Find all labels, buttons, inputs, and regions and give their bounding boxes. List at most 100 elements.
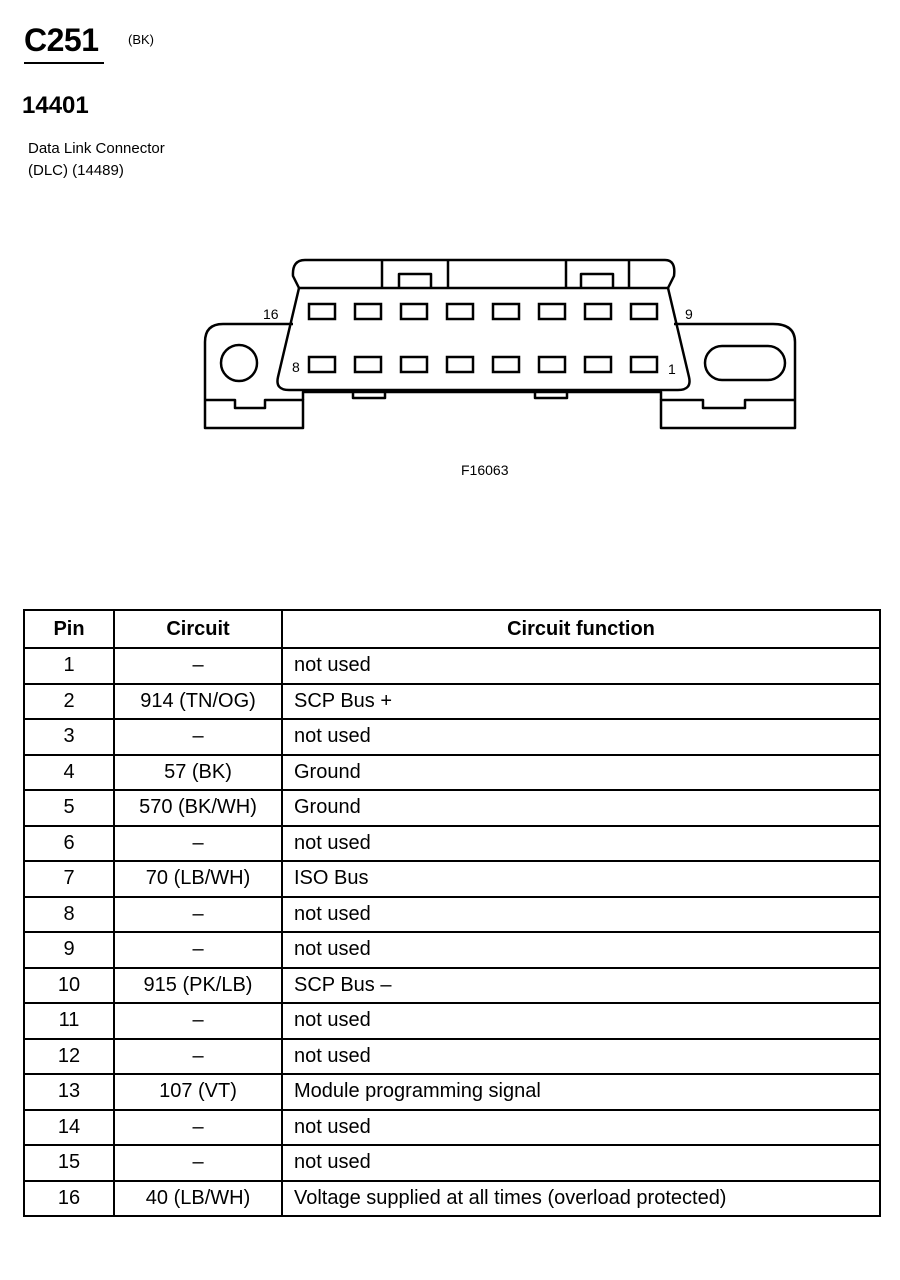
pin-cell: 9: [23, 931, 115, 969]
pin-slot: [307, 302, 337, 321]
circuit-function-cell: not used: [281, 718, 881, 756]
pin-cell: 14: [23, 1108, 115, 1146]
pin-cell: 10: [23, 966, 115, 1004]
circuit-function-cell: ISO Bus: [281, 860, 881, 898]
pin-label-8: 8: [292, 359, 300, 375]
left-mounting-hole: [219, 343, 259, 383]
circuit-function-cell: Ground: [281, 753, 881, 791]
table-row: 15–not used: [23, 1144, 881, 1182]
pin-cell: 7: [23, 860, 115, 898]
pin-cell: 13: [23, 1073, 115, 1111]
connector-description-line2: (DLC) (14489): [28, 162, 124, 179]
circuit-cell: 570 (BK/WH): [113, 789, 283, 827]
pin-slot: [629, 302, 659, 321]
pin-slot: [537, 355, 567, 374]
pin-cell: 15: [23, 1144, 115, 1182]
pin-cell: 11: [23, 1002, 115, 1040]
pin-slot: [399, 355, 429, 374]
pin-slot: [399, 302, 429, 321]
circuit-cell: –: [113, 647, 283, 685]
circuit-cell: 57 (BK): [113, 753, 283, 791]
pin-slot: [445, 355, 475, 374]
connector-top-latch: [291, 258, 676, 289]
pin-cell: 8: [23, 895, 115, 933]
circuit-function-cell: not used: [281, 1108, 881, 1146]
pin-slot: [583, 355, 613, 374]
table-row: 14–not used: [23, 1108, 881, 1146]
pin-label-16: 16: [263, 306, 279, 322]
circuit-cell: 70 (LB/WH): [113, 860, 283, 898]
pin-slot: [445, 302, 475, 321]
circuit-cell: –: [113, 1002, 283, 1040]
circuit-cell: 40 (LB/WH): [113, 1179, 283, 1217]
circuit-cell: –: [113, 895, 283, 933]
right-mounting-slot: [703, 344, 787, 382]
pin-cell: 1: [23, 647, 115, 685]
pin-cell: 3: [23, 718, 115, 756]
pin-slot: [353, 355, 383, 374]
circuit-cell: 107 (VT): [113, 1073, 283, 1111]
pin-cell: 12: [23, 1037, 115, 1075]
table-row: 6–not used: [23, 824, 881, 862]
pin-slot: [307, 355, 337, 374]
circuit-function-cell: not used: [281, 647, 881, 685]
pin-slot: [537, 302, 567, 321]
pin-slot: [491, 302, 521, 321]
circuit-function-cell: SCP Bus +: [281, 682, 881, 720]
title-underline: [24, 62, 104, 64]
table-header-row: Pin Circuit Circuit function: [23, 609, 881, 649]
part-number: 14401: [22, 92, 89, 119]
pin-label-1: 1: [668, 361, 676, 377]
header-circuit-function: Circuit function: [281, 609, 881, 649]
color-code: (BK): [128, 32, 154, 47]
circuit-function-cell: not used: [281, 1002, 881, 1040]
circuit-cell: –: [113, 824, 283, 862]
pin-cell: 16: [23, 1179, 115, 1217]
table-row: 12–not used: [23, 1037, 881, 1075]
pin-slot: [629, 355, 659, 374]
circuit-function-cell: not used: [281, 824, 881, 862]
right-mounting-flange: [659, 322, 797, 430]
circuit-cell: –: [113, 718, 283, 756]
circuit-function-cell: not used: [281, 931, 881, 969]
pin-slot: [583, 302, 613, 321]
circuit-cell: –: [113, 1108, 283, 1146]
pin-cell: 4: [23, 753, 115, 791]
figure-label: F16063: [461, 462, 509, 478]
pin-cell: 6: [23, 824, 115, 862]
table-row: 8–not used: [23, 895, 881, 933]
pin-cell: 2: [23, 682, 115, 720]
header-circuit: Circuit: [113, 609, 283, 649]
dlc-connector-diagram: 16 9 8 1: [203, 258, 797, 430]
pin-label-9: 9: [685, 306, 693, 322]
connector-body: [276, 286, 691, 392]
circuit-cell: –: [113, 1037, 283, 1075]
circuit-function-cell: Ground: [281, 789, 881, 827]
pin-slot: [491, 355, 521, 374]
circuit-function-cell: SCP Bus –: [281, 966, 881, 1004]
circuit-function-cell: Voltage supplied at all times (overload …: [281, 1179, 881, 1217]
circuit-function-cell: not used: [281, 1144, 881, 1182]
left-mounting-flange: [203, 322, 305, 430]
table-row: 1–not used: [23, 647, 881, 685]
connector-id: C251: [24, 22, 99, 58]
table-row: 9–not used: [23, 931, 881, 969]
table-row: 3–not used: [23, 718, 881, 756]
circuit-cell: –: [113, 1144, 283, 1182]
circuit-function-cell: not used: [281, 895, 881, 933]
circuit-function-cell: Module programming signal: [281, 1073, 881, 1111]
circuit-cell: 914 (TN/OG): [113, 682, 283, 720]
header-pin: Pin: [23, 609, 115, 649]
table-row: 11–not used: [23, 1002, 881, 1040]
pin-cell: 5: [23, 789, 115, 827]
circuit-cell: 915 (PK/LB): [113, 966, 283, 1004]
circuit-function-cell: not used: [281, 1037, 881, 1075]
